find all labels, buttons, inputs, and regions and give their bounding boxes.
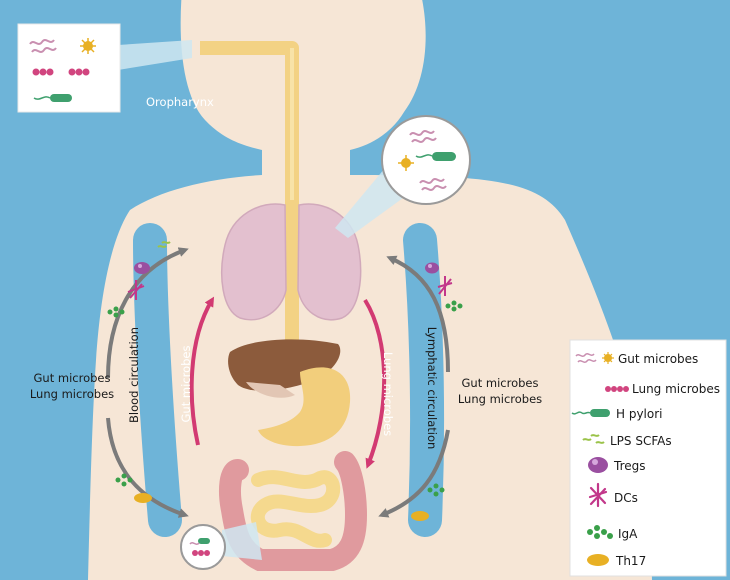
left-lung-microbes-label: Lung microbes [30, 387, 114, 401]
right-lung-microbes-label: Lung microbes [458, 392, 542, 406]
gut-microbes-icon [575, 352, 595, 358]
legend-item-h-pylori: H pylori [571, 407, 663, 421]
legend-item-iga: IgA [587, 525, 638, 541]
lung-microbes-icon [605, 386, 629, 392]
lymphatic-circulation-arrow-down [378, 429, 450, 518]
h-pylori-icon [590, 409, 610, 417]
lymphatic-circulation-label: Lymphatic circulation [425, 327, 439, 450]
legend-label: Tregs [613, 459, 646, 473]
iga-icon [427, 483, 445, 497]
blood-vessel-channel [133, 223, 182, 537]
legend-label: Th17 [615, 554, 646, 568]
legend-item-th17: Th17 [587, 554, 646, 568]
right-gut-microbes-label: Gut microbes [462, 376, 539, 390]
dcs-icon [588, 482, 608, 508]
blood-circulation-arrow-up [106, 247, 189, 379]
oropharynx-microbes-box [17, 23, 192, 113]
legend: Gut microbes Lung microbes H pylori LPS … [569, 339, 727, 577]
right-immune-cells-upper [425, 262, 463, 312]
iga-icon [107, 306, 125, 318]
legend-label: IgA [618, 527, 638, 541]
blood-circulation-label: Blood circulation [127, 327, 141, 423]
tregs-icon [588, 457, 608, 473]
lung-microbes-arrow-label: Lung microbes [381, 352, 395, 436]
lps-scfas-icon [582, 434, 605, 444]
th17-icon [411, 511, 429, 521]
legend-label: H pylori [616, 407, 663, 421]
colon [219, 451, 368, 571]
left-immune-cells-upper [107, 241, 171, 318]
th17-icon [134, 493, 152, 503]
lymphatic-circulation-arrow-up [386, 255, 450, 373]
left-gut-microbes-label: Gut microbes [34, 371, 111, 385]
lung-microbes-callout [335, 115, 471, 238]
dcs-icon [437, 276, 453, 296]
right-immune-cells-lower [411, 483, 445, 521]
gut-microbes-callout [180, 522, 262, 570]
lps-scfas-icon [157, 241, 171, 248]
legend-label: DCs [614, 491, 638, 505]
body-silhouette [88, 0, 652, 580]
oropharynx-label: Oropharynx [146, 95, 214, 109]
iga-icon [115, 473, 133, 487]
gallbladder [246, 382, 295, 398]
legend-label: LPS SCFAs [610, 434, 672, 448]
th17-icon [587, 554, 609, 566]
lung-microbes-icon [32, 68, 90, 76]
h-pylori-icon [33, 94, 72, 102]
iga-icon [445, 300, 463, 312]
dcs-icon [127, 280, 145, 300]
lymph-vessel-channel [403, 223, 445, 537]
gut-microbes-arrow-label: Gut microbes [179, 346, 193, 423]
tregs-icon [425, 262, 439, 274]
tregs-icon [134, 262, 150, 274]
gut-to-lung-arrow [189, 296, 215, 446]
legend-item-dcs: DCs [588, 482, 638, 508]
gut-microbes-icon [29, 38, 96, 54]
small-intestine [250, 470, 341, 548]
lung-to-gut-arrow [363, 298, 387, 469]
legend-label: Gut microbes [618, 352, 698, 366]
left-immune-cells-lower [115, 473, 152, 503]
stomach [258, 367, 351, 447]
legend-label: Lung microbes [632, 382, 720, 396]
iga-icon [587, 525, 613, 539]
legend-item-tregs: Tregs [588, 457, 646, 473]
legend-item-gut-microbes: Gut microbes [575, 352, 698, 366]
legend-item-lung-microbes: Lung microbes [605, 382, 720, 396]
legend-item-lps-scfas: LPS SCFAs [582, 434, 672, 448]
